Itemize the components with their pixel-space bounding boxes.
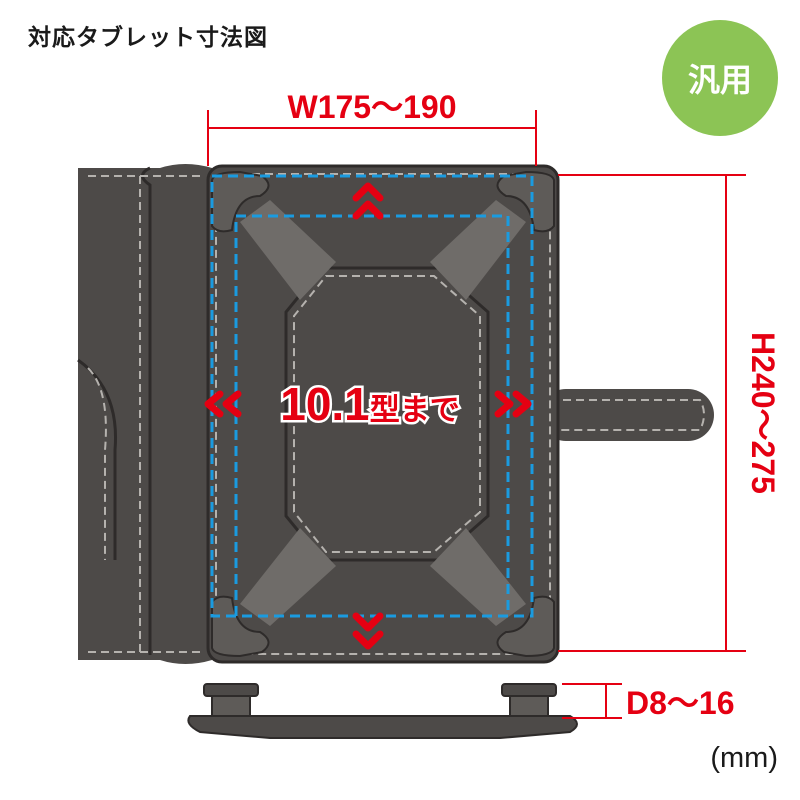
right-arrow-icon [494,390,532,418]
down-arrow-icon [352,612,384,650]
height-label: H240～275 [745,332,781,494]
width-dimension [207,110,537,166]
up-arrow-icon [352,182,384,220]
page-title: 対応タブレット寸法図 [28,25,268,51]
corner-straps [211,170,555,658]
max-size-suffix: 型まで [370,394,460,427]
case-cover [77,164,212,664]
width-label: W175～190 [288,89,457,125]
max-size-number: 10.1 [280,378,370,430]
universal-badge: 汎用 [662,20,778,136]
closure-strap [540,389,714,441]
universal-badge-label: 汎用 [687,61,752,99]
depth-dimension [562,683,622,719]
depth-label: D8～16 [626,685,735,721]
expand-arrows [204,182,532,650]
left-arrow-icon [204,390,242,418]
height-dimension [558,174,746,652]
side-profile [187,683,578,739]
max-size-label: 10.1型まで [280,378,460,430]
unit-label: (mm) [710,742,778,774]
